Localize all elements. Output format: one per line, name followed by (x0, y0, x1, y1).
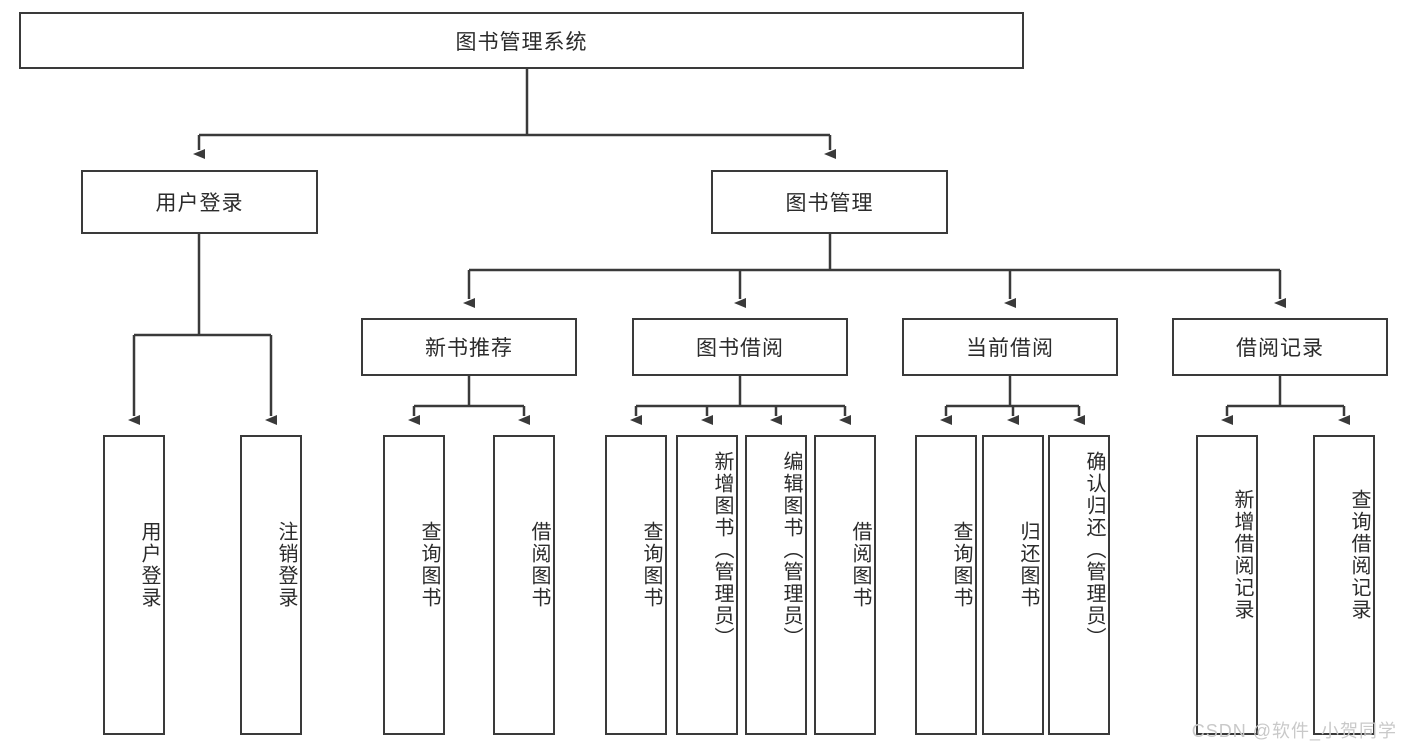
node-book-borrow[interactable]: 图书借阅 (632, 318, 848, 376)
leaf-borrow-record-2[interactable]: 查询借阅记录 (1313, 435, 1375, 735)
leaf-label: 归还图书 (1017, 521, 1039, 609)
leaf-label: 新增图书（管理员） (711, 451, 733, 649)
leaf-label: 查询图书 (950, 521, 972, 609)
node-root[interactable]: 图书管理系统 (19, 12, 1024, 69)
leaf-label: 借阅图书 (528, 521, 550, 609)
node-book-borrow-label: 图书借阅 (696, 337, 784, 360)
leaf-label: 编辑图书（管理员） (780, 451, 802, 649)
node-current-borrow-label: 当前借阅 (966, 337, 1054, 360)
node-new-book-recommend[interactable]: 新书推荐 (361, 318, 577, 376)
leaf-book-borrow-3[interactable]: 编辑图书（管理员） (745, 435, 807, 735)
leaf-user-login-2[interactable]: 注销登录 (240, 435, 302, 735)
node-user-login-label: 用户登录 (155, 192, 244, 215)
leaf-label: 确认归还（管理员） (1083, 451, 1105, 649)
node-borrow-record-label: 借阅记录 (1236, 337, 1324, 360)
leaf-label: 用户登录 (138, 521, 160, 609)
node-book-management-label: 图书管理 (785, 192, 874, 215)
node-current-borrow[interactable]: 当前借阅 (902, 318, 1118, 376)
leaf-new-book-1[interactable]: 查询图书 (383, 435, 445, 735)
leaf-new-book-2[interactable]: 借阅图书 (493, 435, 555, 735)
leaf-label: 查询借阅记录 (1348, 489, 1370, 621)
leaf-label: 查询图书 (640, 521, 662, 609)
node-borrow-record[interactable]: 借阅记录 (1172, 318, 1388, 376)
leaf-borrow-record-1[interactable]: 新增借阅记录 (1196, 435, 1258, 735)
node-book-management[interactable]: 图书管理 (711, 170, 948, 234)
leaf-book-borrow-1[interactable]: 查询图书 (605, 435, 667, 735)
leaf-user-login-1[interactable]: 用户登录 (103, 435, 165, 735)
node-root-label: 图书管理系统 (455, 30, 588, 54)
leaf-current-borrow-2[interactable]: 归还图书 (982, 435, 1044, 735)
leaf-label: 注销登录 (275, 521, 297, 609)
node-new-book-recommend-label: 新书推荐 (425, 337, 513, 360)
leaf-current-borrow-1[interactable]: 查询图书 (915, 435, 977, 735)
leaf-label: 新增借阅记录 (1231, 489, 1253, 621)
leaf-label: 查询图书 (418, 521, 440, 609)
leaf-book-borrow-4[interactable]: 借阅图书 (814, 435, 876, 735)
leaf-current-borrow-3[interactable]: 确认归还（管理员） (1048, 435, 1110, 735)
leaf-label: 借阅图书 (849, 521, 871, 609)
node-user-login[interactable]: 用户登录 (81, 170, 318, 234)
leaf-book-borrow-2[interactable]: 新增图书（管理员） (676, 435, 738, 735)
